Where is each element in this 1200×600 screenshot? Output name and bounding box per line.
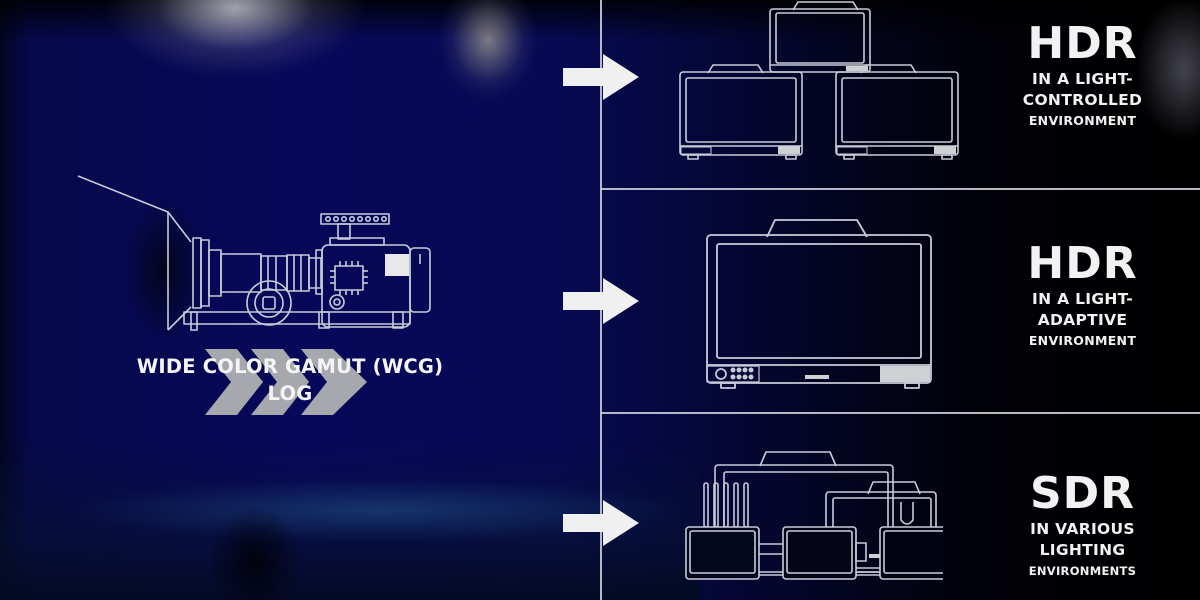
output-line1-1: IN A LIGHT- xyxy=(1032,70,1133,88)
source-caption-line1: WIDE COLOR GAMUT (WCG) xyxy=(136,355,444,378)
three-monitor-stack-icon xyxy=(679,1,959,160)
arrow-right-icon xyxy=(563,54,639,100)
background-blurred-tripod xyxy=(180,470,330,600)
single-monitor-icon xyxy=(706,219,932,389)
output-line2-1: CONTROLLED xyxy=(1022,91,1143,109)
output-line3-1: ENVIRONMENT xyxy=(1028,113,1137,128)
output-line2-3: LIGHTING xyxy=(1039,541,1126,559)
output-line1-3: IN VARIOUS xyxy=(1030,520,1135,538)
output-label-3: SDR IN VARIOUS LIGHTING ENVIRONMENTS xyxy=(1000,472,1165,581)
arrow-right-icon xyxy=(563,278,639,324)
cinema-camera-icon xyxy=(77,175,431,331)
horizontal-divider-2 xyxy=(601,412,1200,414)
background-light-flare xyxy=(1120,0,1200,230)
wireless-monitor-kit-icon xyxy=(685,451,943,580)
output-line1-2: IN A LIGHT- xyxy=(1032,290,1133,308)
source-caption: WIDE COLOR GAMUT (WCG) LOG xyxy=(80,353,500,407)
source-caption-line2: LOG xyxy=(267,382,313,405)
horizontal-divider-1 xyxy=(601,188,1200,190)
output-label-1: HDR IN A LIGHT- CONTROLLED ENVIRONMENT xyxy=(1000,22,1165,131)
arrow-right-icon xyxy=(563,500,639,546)
output-title-1: HDR xyxy=(1027,18,1138,69)
output-line3-2: ENVIRONMENT xyxy=(1028,333,1137,348)
output-title-2: HDR xyxy=(1027,238,1138,289)
triple-chevron-right-icon xyxy=(205,349,367,415)
output-line3-3: ENVIRONMENTS xyxy=(1028,564,1137,578)
output-title-3: SDR xyxy=(1029,468,1136,519)
output-line2-2: ADAPTIVE xyxy=(1037,311,1128,329)
output-label-2: HDR IN A LIGHT- ADAPTIVE ENVIRONMENT xyxy=(1000,242,1165,351)
